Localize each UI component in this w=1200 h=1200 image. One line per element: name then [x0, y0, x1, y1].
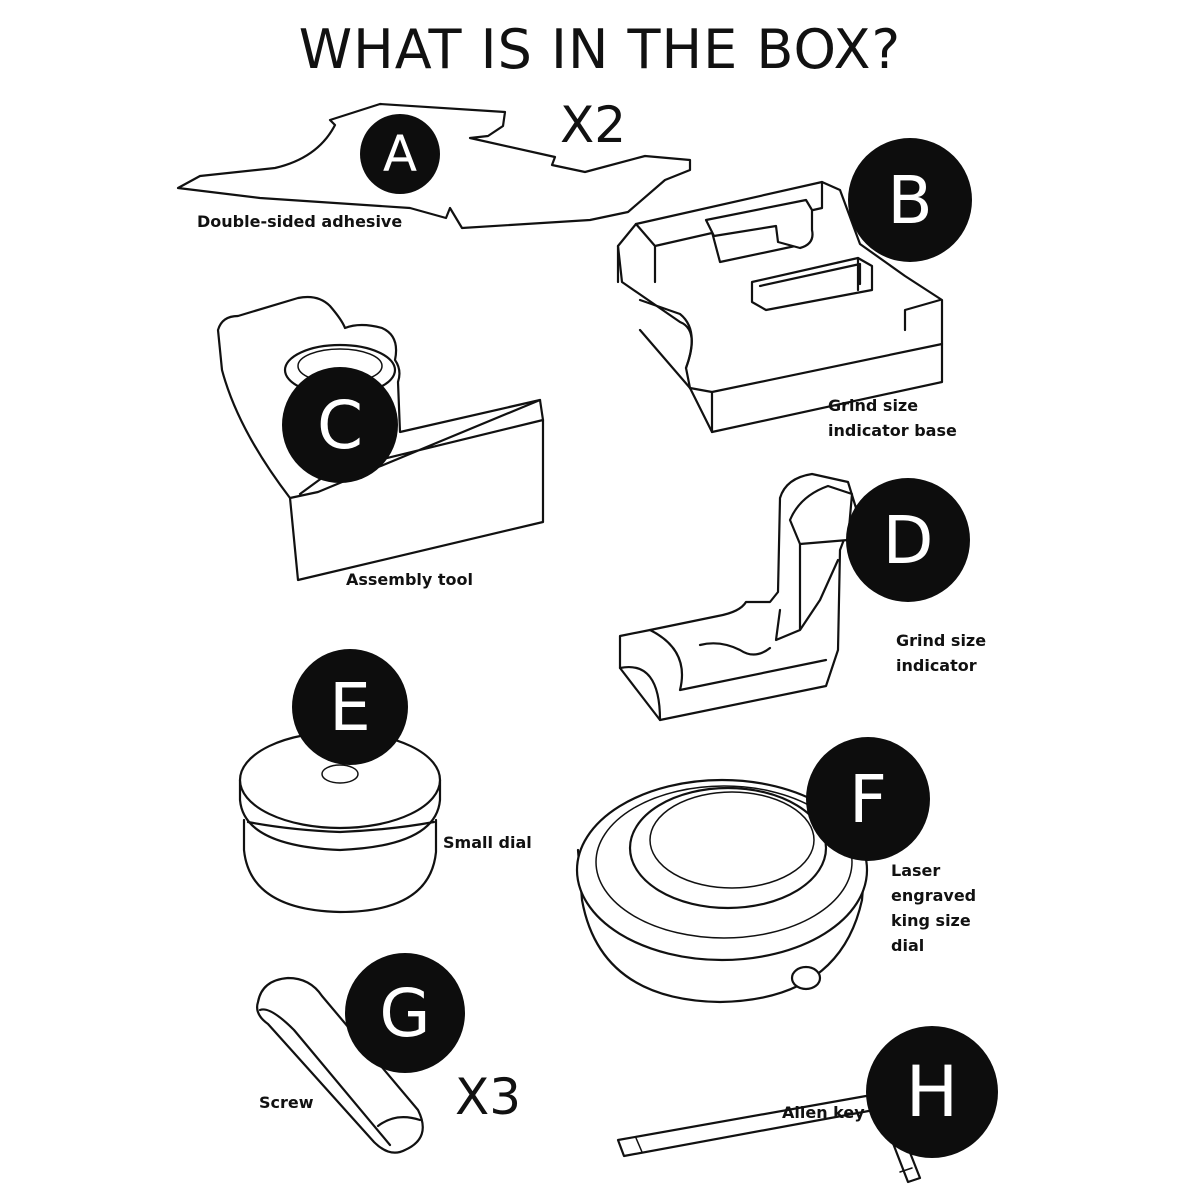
badge-letter-e: E	[329, 668, 371, 746]
badge-g	[345, 953, 465, 1073]
quantity-adhesive: X2	[560, 96, 627, 154]
badge-letter-a: A	[382, 125, 418, 183]
king-size-dial-drawing	[575, 778, 869, 1004]
screw-drawing	[256, 976, 424, 1154]
label-king-size-dial: Laser engraved king size dial	[891, 858, 976, 958]
label-grind-size-indicator: Grind size indicator	[896, 628, 986, 678]
badge-letter-f: F	[849, 760, 887, 838]
label-double-sided-adhesive: Double-sided adhesive	[197, 212, 403, 231]
badges	[282, 114, 998, 1158]
badge-letter-g: G	[379, 974, 431, 1052]
label-line: king size	[891, 911, 971, 930]
badge-e	[292, 649, 408, 765]
label-line: indicator base	[828, 421, 957, 440]
label-screw: Screw	[259, 1093, 314, 1112]
badge-letter-c: C	[316, 386, 364, 464]
badge-letter-b: B	[887, 161, 933, 239]
label-small-dial: Small dial	[443, 833, 532, 852]
label-grind-size-indicator-base: Grind size indicator base	[828, 393, 957, 443]
label-line: indicator	[896, 656, 977, 675]
badge-c	[282, 367, 398, 483]
grind-size-indicator-drawing	[618, 472, 858, 722]
badge-letter-d: D	[882, 501, 934, 579]
badge-letter-h: H	[905, 1051, 959, 1133]
badge-h	[866, 1026, 998, 1158]
label-line: dial	[891, 936, 925, 955]
label-line: Laser	[891, 861, 941, 880]
badge-f	[806, 737, 930, 861]
quantity-screw: X3	[455, 1068, 522, 1126]
label-line: Grind size	[896, 631, 987, 650]
label-allen-key: Allen key	[782, 1103, 865, 1122]
badge-d	[846, 478, 970, 602]
label-line: engraved	[891, 886, 977, 905]
badge-b	[848, 138, 972, 262]
badge-a	[360, 114, 440, 194]
page-title: WHAT IS IN THE BOX?	[298, 18, 902, 81]
small-dial-drawing	[238, 730, 442, 914]
label-assembly-tool: Assembly tool	[346, 570, 474, 589]
label-line: Grind size	[828, 396, 919, 415]
grind-size-indicator-base-drawing	[616, 180, 944, 434]
